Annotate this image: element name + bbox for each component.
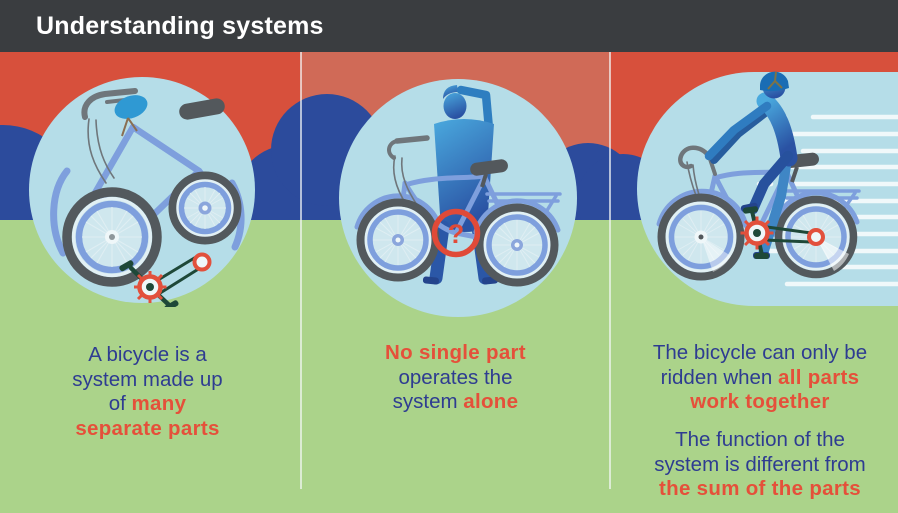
caption-segment-emphasis: work together — [690, 390, 830, 414]
caption-segment-emphasis: the sum of the parts — [659, 477, 861, 501]
caption-segment: ridden when — [660, 365, 779, 389]
front-wheel — [657, 193, 745, 281]
caption-line: the sum of the parts — [613, 477, 898, 502]
caption-line: system alone — [301, 390, 610, 415]
seat-part — [179, 98, 225, 120]
caption-segment: A bicycle is a — [88, 343, 207, 366]
caption-line: system is different from — [613, 453, 898, 478]
caption-line: No single part — [301, 341, 610, 366]
caption-segment: The function of the — [675, 428, 845, 451]
caption-segment: of — [108, 392, 132, 416]
page-title: Understanding systems — [36, 11, 324, 40]
disassembled-bicycle-illustration — [29, 77, 255, 307]
caption-line: separate parts — [0, 417, 295, 442]
panel2-caption: No single part operates the system alone — [301, 341, 610, 415]
panel3-caption-2: The function of the system is different … — [613, 428, 898, 502]
panel1-caption: A bicycle is a system made up of many se… — [0, 343, 295, 441]
caption-segment: system is different from — [654, 452, 866, 476]
handlebar-part — [81, 88, 138, 184]
rear-wheel — [475, 203, 559, 287]
header-bar: Understanding systems — [0, 0, 898, 52]
person-puzzled-by-bicycle-illustration: ? — [339, 79, 577, 317]
caption-line: operates the — [301, 366, 610, 391]
caption-segment-emphasis: all parts — [778, 365, 860, 389]
person-riding-bicycle-illustration — [637, 71, 898, 306]
caption-line: ridden when all parts — [613, 366, 898, 391]
caption-line: The bicycle can only be — [613, 341, 898, 366]
question-mark-label: ? — [448, 219, 465, 249]
question-mark-badge: ? — [431, 208, 481, 258]
caption-line: of many — [0, 392, 295, 417]
helmet-strap — [767, 71, 783, 90]
caption-line: The function of the — [613, 428, 898, 453]
crank-and-chain-part — [119, 252, 212, 307]
caption-segment-emphasis: many — [131, 392, 187, 416]
front-wheel — [356, 198, 440, 282]
rear-wheel-part — [62, 187, 162, 287]
caption-segment-emphasis: alone — [463, 390, 519, 414]
saddle-part — [114, 95, 148, 137]
caption-segment: system made up — [72, 367, 223, 391]
caption-line: system made up — [0, 368, 295, 393]
caption-segment: The bicycle can only be — [652, 341, 868, 364]
front-wheel-part — [168, 171, 242, 245]
crank-and-chain — [740, 206, 825, 259]
caption-segment: system — [392, 390, 464, 414]
caption-line: work together — [613, 390, 898, 415]
caption-segment-emphasis: separate parts — [75, 416, 220, 440]
panel-dividers — [300, 52, 611, 489]
caption-line: A bicycle is a — [0, 343, 295, 368]
seat — [470, 159, 508, 188]
caption-segment-emphasis: No single part — [385, 341, 526, 364]
panel3-caption-1: The bicycle can only be ridden when all … — [613, 341, 898, 415]
caption-segment: operates the — [398, 365, 513, 389]
